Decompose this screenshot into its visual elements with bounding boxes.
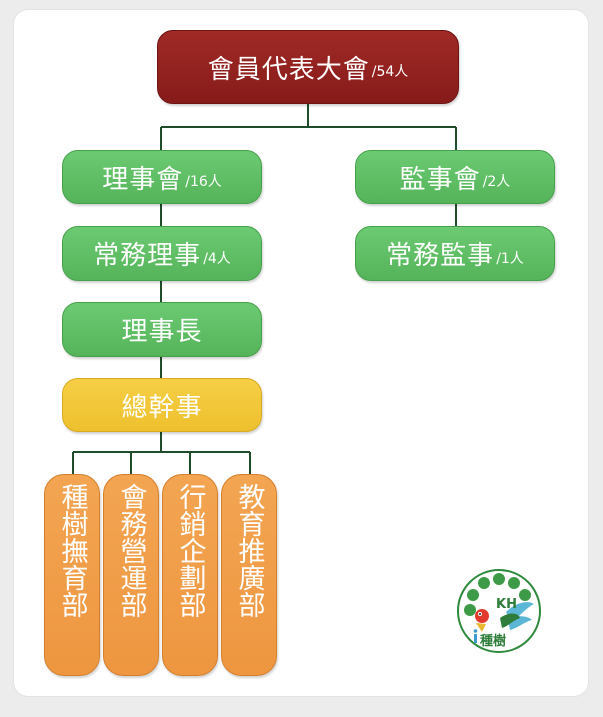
node-label: 常務理事 xyxy=(93,241,202,271)
node-board-of-supervisors: 監事會/2人 xyxy=(355,150,555,204)
node-board-of-directors: 理事會/16人 xyxy=(62,150,262,204)
node-label: 常務監事 xyxy=(386,241,495,271)
node-label: 總幹事 xyxy=(121,392,203,423)
node-label: 理事會 xyxy=(102,164,184,195)
node-standing-supervisor: 常務監事/1人 xyxy=(355,226,555,281)
node-secretary-general: 總幹事 xyxy=(62,378,262,432)
node-count: /2人 xyxy=(482,174,511,190)
node-department-tree-care: 種樹撫育部 xyxy=(44,474,100,676)
logo-text: 種樹 xyxy=(480,633,506,649)
department-label: 行銷企劃部 xyxy=(174,483,206,618)
logo-letters: KH xyxy=(496,597,517,612)
node-chairman: 理事長 xyxy=(62,302,262,357)
node-standing-directors: 常務理事/4人 xyxy=(62,226,262,281)
node-count: /54人 xyxy=(371,64,409,80)
node-count: /4人 xyxy=(203,250,231,267)
node-department-education: 教育推廣部 xyxy=(221,474,277,676)
node-count: /16人 xyxy=(185,174,222,190)
department-label: 種樹撫育部 xyxy=(56,483,88,618)
node-label: 理事長 xyxy=(121,317,203,347)
department-label: 會務營運部 xyxy=(115,483,147,618)
tree-bird-logo-icon: KH 種樹 xyxy=(457,569,541,653)
node-member-assembly: 會員代表大會/54人 xyxy=(157,30,459,104)
node-count: /1人 xyxy=(496,250,524,267)
node-department-operations: 會務營運部 xyxy=(103,474,159,676)
node-label: 監事會 xyxy=(399,164,481,195)
department-label: 教育推廣部 xyxy=(233,483,265,618)
node-department-marketing: 行銷企劃部 xyxy=(162,474,218,676)
node-label: 會員代表大會 xyxy=(207,54,370,85)
